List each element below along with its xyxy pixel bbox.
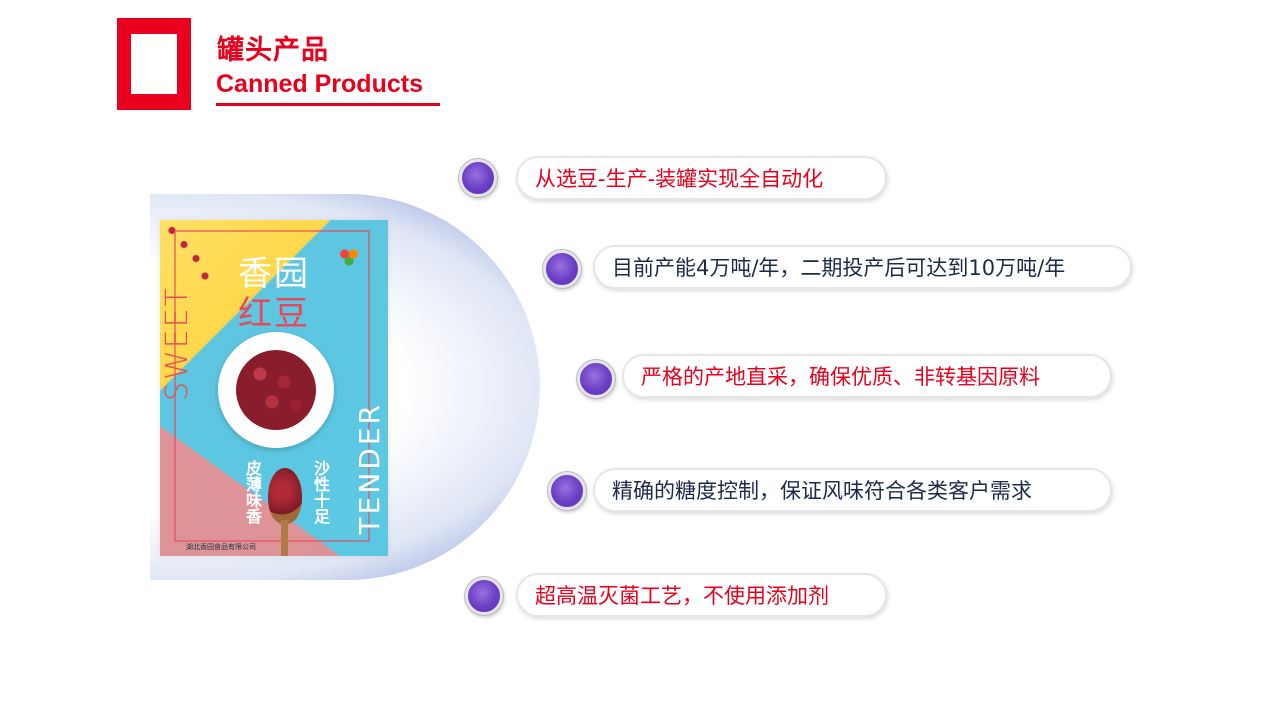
feature-item-4: 精确的糖度控制，保证风味符合各类客户需求 [593,468,1112,512]
poster-slogan-2: 沙性十足 [311,460,330,524]
feature-text: 目前产能4万吨/年，二期投产后可达到10万吨/年 [612,256,1066,280]
page-title: 罐头产品 [217,35,329,66]
poster-slogan-1: 皮薄味香 [243,460,262,524]
poster-brand-line2: 红豆 [238,294,310,334]
feature-text: 超高温灭菌工艺，不使用添加剂 [535,584,829,608]
bullet-icon [577,360,615,398]
bean-spoon [268,468,302,524]
poster-tender: TENDER [353,401,386,534]
feature-item-5: 超高温灭菌工艺，不使用添加剂 [516,573,887,617]
feature-text: 精确的糖度控制，保证风味符合各类客户需求 [612,479,1032,503]
brand-logo-icon [338,246,360,266]
bean-bowl [218,332,334,448]
feature-item-1: 从选豆-生产-装罐实现全自动化 [516,156,887,200]
feature-item-2: 目前产能4万吨/年，二期投产后可达到10万吨/年 [593,245,1132,289]
feature-text: 严格的产地直采，确保优质、非转基因原料 [641,365,1040,389]
feature-text: 从选豆-生产-装罐实现全自动化 [535,167,824,191]
bullet-icon [459,159,497,197]
bullet-icon [543,250,581,288]
bullet-icon [465,577,503,615]
poster-company: 湖北香园食品有限公司 [186,543,256,551]
logo-square [117,18,191,110]
product-poster: 香园 红豆 SWEET 皮薄味香 沙性十足 TENDER 湖北香园食品有限公司 [160,220,388,556]
bullet-icon [548,472,586,510]
poster-sweet: SWEET [160,286,195,401]
page-subtitle: Canned Products [216,70,423,98]
feature-item-3: 严格的产地直采，确保优质、非转基因原料 [622,354,1112,398]
poster-brand-line1: 香园 [238,254,310,294]
title-underline [216,103,440,106]
